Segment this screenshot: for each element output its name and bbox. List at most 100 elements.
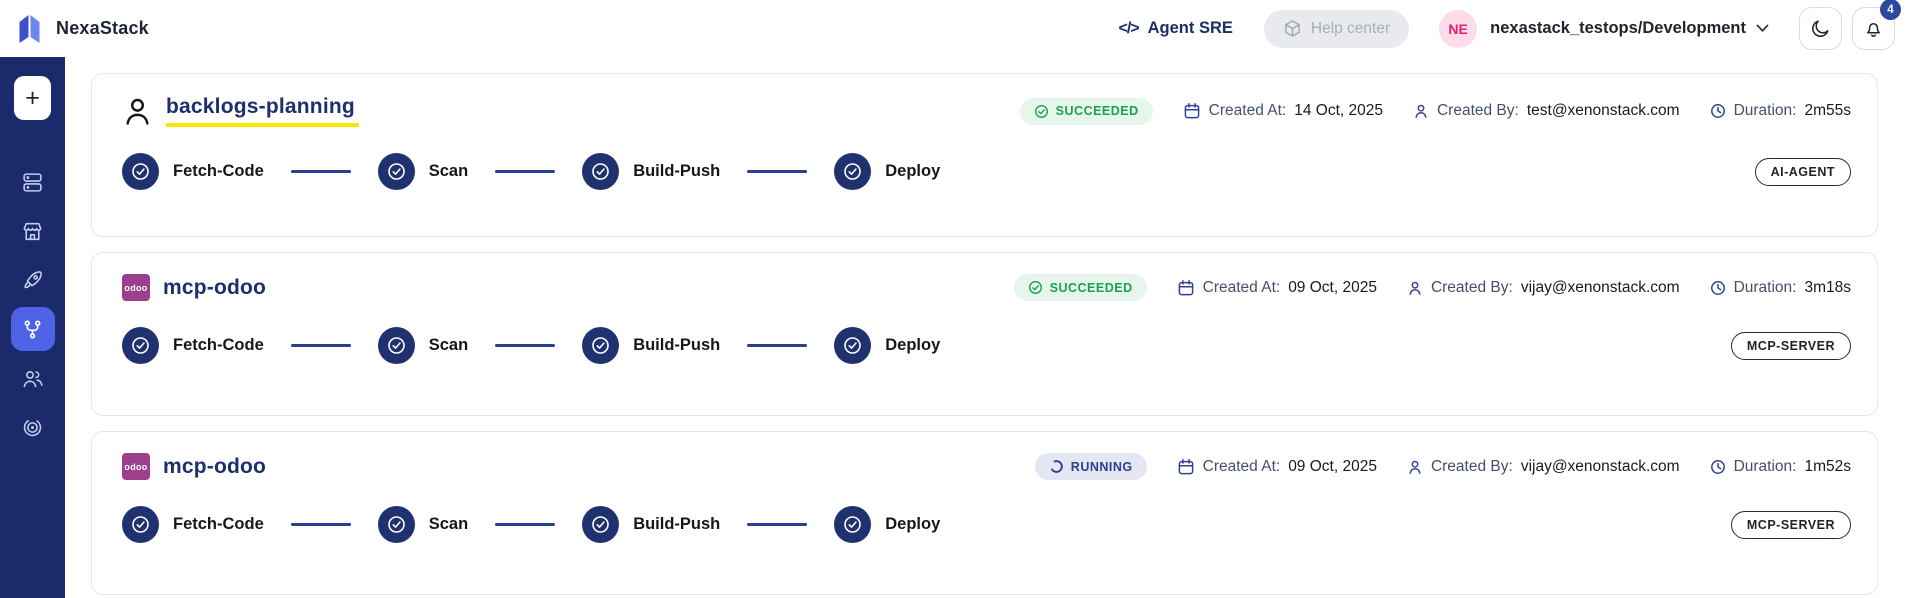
status-badge: RUNNING	[1034, 453, 1147, 480]
chevron-down-icon	[1756, 24, 1769, 32]
check-circle-icon	[387, 516, 405, 533]
agent-sre-link[interactable]: </> Agent SRE	[1118, 19, 1232, 38]
avatar[interactable]: NE	[1439, 9, 1478, 48]
sidebar-item-monitoring[interactable]	[11, 405, 55, 449]
step-connector	[747, 523, 808, 526]
status-label: SUCCEEDED	[1049, 280, 1133, 295]
pipeline-step[interactable]: Scan	[377, 153, 468, 190]
pipeline-step[interactable]: Build-Push	[582, 327, 720, 364]
type-tag: MCP-SERVER	[1730, 331, 1851, 360]
created-by-value: vijay@xenonstack.com	[1520, 457, 1680, 475]
duration-value: 3m18s	[1804, 278, 1851, 296]
calendar-icon	[1178, 279, 1193, 295]
help-center-label: Help center	[1310, 19, 1391, 37]
created-at-label: Created At:	[1202, 278, 1281, 296]
clock-icon	[1710, 280, 1725, 295]
theme-toggle-button[interactable]	[1799, 7, 1842, 50]
created-at: Created At: 09 Oct, 2025	[1177, 458, 1377, 476]
sidebar-item-servers[interactable]	[11, 160, 55, 204]
pipeline-step[interactable]: Fetch-Code	[122, 153, 264, 190]
sidebar-item-launch[interactable]	[11, 258, 55, 302]
help-center-button[interactable]: Help center	[1263, 9, 1410, 48]
brand: NexaStack	[18, 14, 149, 44]
step-connector	[495, 344, 556, 347]
step-status-circle	[122, 327, 159, 364]
step-label: Fetch-Code	[173, 336, 264, 354]
step-status-circle	[582, 327, 620, 364]
created-at: Created At: 14 Oct, 2025	[1183, 102, 1383, 120]
type-tag: MCP-SERVER	[1730, 510, 1851, 539]
calendar-icon	[1178, 458, 1193, 474]
step-connector	[290, 344, 351, 347]
sidebar-nav	[10, 160, 55, 449]
odoo-logo: odoo	[122, 274, 150, 301]
servers-icon	[23, 172, 42, 192]
created-at-value: 09 Oct, 2025	[1288, 278, 1377, 296]
duration-label: Duration:	[1733, 278, 1797, 296]
pipeline-step[interactable]: Scan	[377, 506, 468, 543]
created-by-value: vijay@xenonstack.com	[1520, 278, 1680, 296]
created-by: Created By: vijay@xenonstack.com	[1407, 279, 1680, 297]
duration: Duration: 1m52s	[1710, 458, 1851, 476]
created-by: Created By: test@xenonstack.com	[1413, 102, 1680, 120]
notifications-button[interactable]: 4	[1852, 0, 1901, 50]
pipeline-step[interactable]: Fetch-Code	[122, 327, 264, 364]
step-connector	[495, 523, 556, 526]
sidebar: +	[0, 57, 65, 598]
top-bar: NexaStack </> Agent SRE Help center NE n…	[0, 0, 1911, 57]
step-connector	[495, 170, 556, 173]
clock-icon	[1710, 459, 1725, 474]
step-label: Build-Push	[633, 515, 721, 533]
person-icon	[126, 98, 149, 125]
step-status-circle	[834, 506, 872, 543]
pipeline-step[interactable]: Deploy	[834, 153, 940, 190]
pipeline-step[interactable]: Scan	[377, 327, 468, 364]
step-label: Deploy	[885, 336, 941, 354]
odoo-logo: odoo	[122, 453, 150, 480]
pipeline-step[interactable]: Deploy	[834, 327, 940, 364]
created-by-label: Created By:	[1430, 457, 1513, 475]
created-at-value: 14 Oct, 2025	[1294, 102, 1383, 119]
step-status-circle	[834, 153, 872, 190]
check-circle-icon	[132, 337, 149, 354]
storefront-icon	[23, 222, 42, 240]
step-connector	[747, 344, 808, 347]
status-label: RUNNING	[1070, 459, 1133, 474]
duration: Duration: 3m18s	[1710, 279, 1851, 297]
workspace-selector[interactable]: nexastack_testops/Development	[1490, 19, 1769, 38]
calendar-icon	[1184, 103, 1200, 119]
pipeline-step[interactable]: Build-Push	[582, 506, 720, 543]
moon-icon	[1812, 20, 1829, 37]
step-label: Deploy	[885, 162, 941, 180]
created-at-label: Created At:	[1202, 457, 1281, 475]
step-connector	[290, 170, 351, 173]
sidebar-item-marketplace[interactable]	[11, 209, 55, 253]
check-circle-icon	[132, 516, 149, 533]
pipeline-card[interactable]: odoo mcp-odoo RUNNING	[91, 431, 1878, 595]
rocket-icon	[24, 270, 42, 288]
pipeline-title[interactable]: mcp-odoo	[163, 454, 267, 478]
sidebar-item-pipelines[interactable]	[10, 307, 55, 351]
git-branch-icon	[24, 320, 41, 338]
pipeline-step[interactable]: Build-Push	[582, 153, 720, 190]
pipeline-step[interactable]: Fetch-Code	[122, 506, 264, 543]
pipeline-card[interactable]: backlogs-planning SUCCEEDED	[91, 73, 1878, 237]
pipeline-title[interactable]: mcp-odoo	[163, 275, 267, 299]
check-circle-icon	[387, 337, 405, 354]
duration-label: Duration:	[1733, 457, 1797, 475]
sidebar-item-teams[interactable]	[11, 356, 55, 400]
step-label: Fetch-Code	[173, 162, 264, 180]
spinner-icon	[1049, 460, 1063, 473]
step-status-circle	[122, 506, 159, 543]
step-status-circle	[582, 506, 620, 543]
step-label: Build-Push	[633, 162, 721, 180]
check-circle-icon	[592, 337, 609, 354]
created-at-value: 09 Oct, 2025	[1288, 457, 1377, 475]
duration-value: 2m55s	[1804, 102, 1851, 119]
cube-icon	[1285, 20, 1300, 37]
pipeline-step[interactable]: Deploy	[834, 506, 940, 543]
pipeline-card[interactable]: odoo mcp-odoo SUCCEEDED	[91, 252, 1878, 416]
user-icon	[1409, 281, 1421, 295]
create-new-button[interactable]: +	[14, 76, 51, 120]
pipeline-title[interactable]: backlogs-planning	[166, 95, 359, 127]
